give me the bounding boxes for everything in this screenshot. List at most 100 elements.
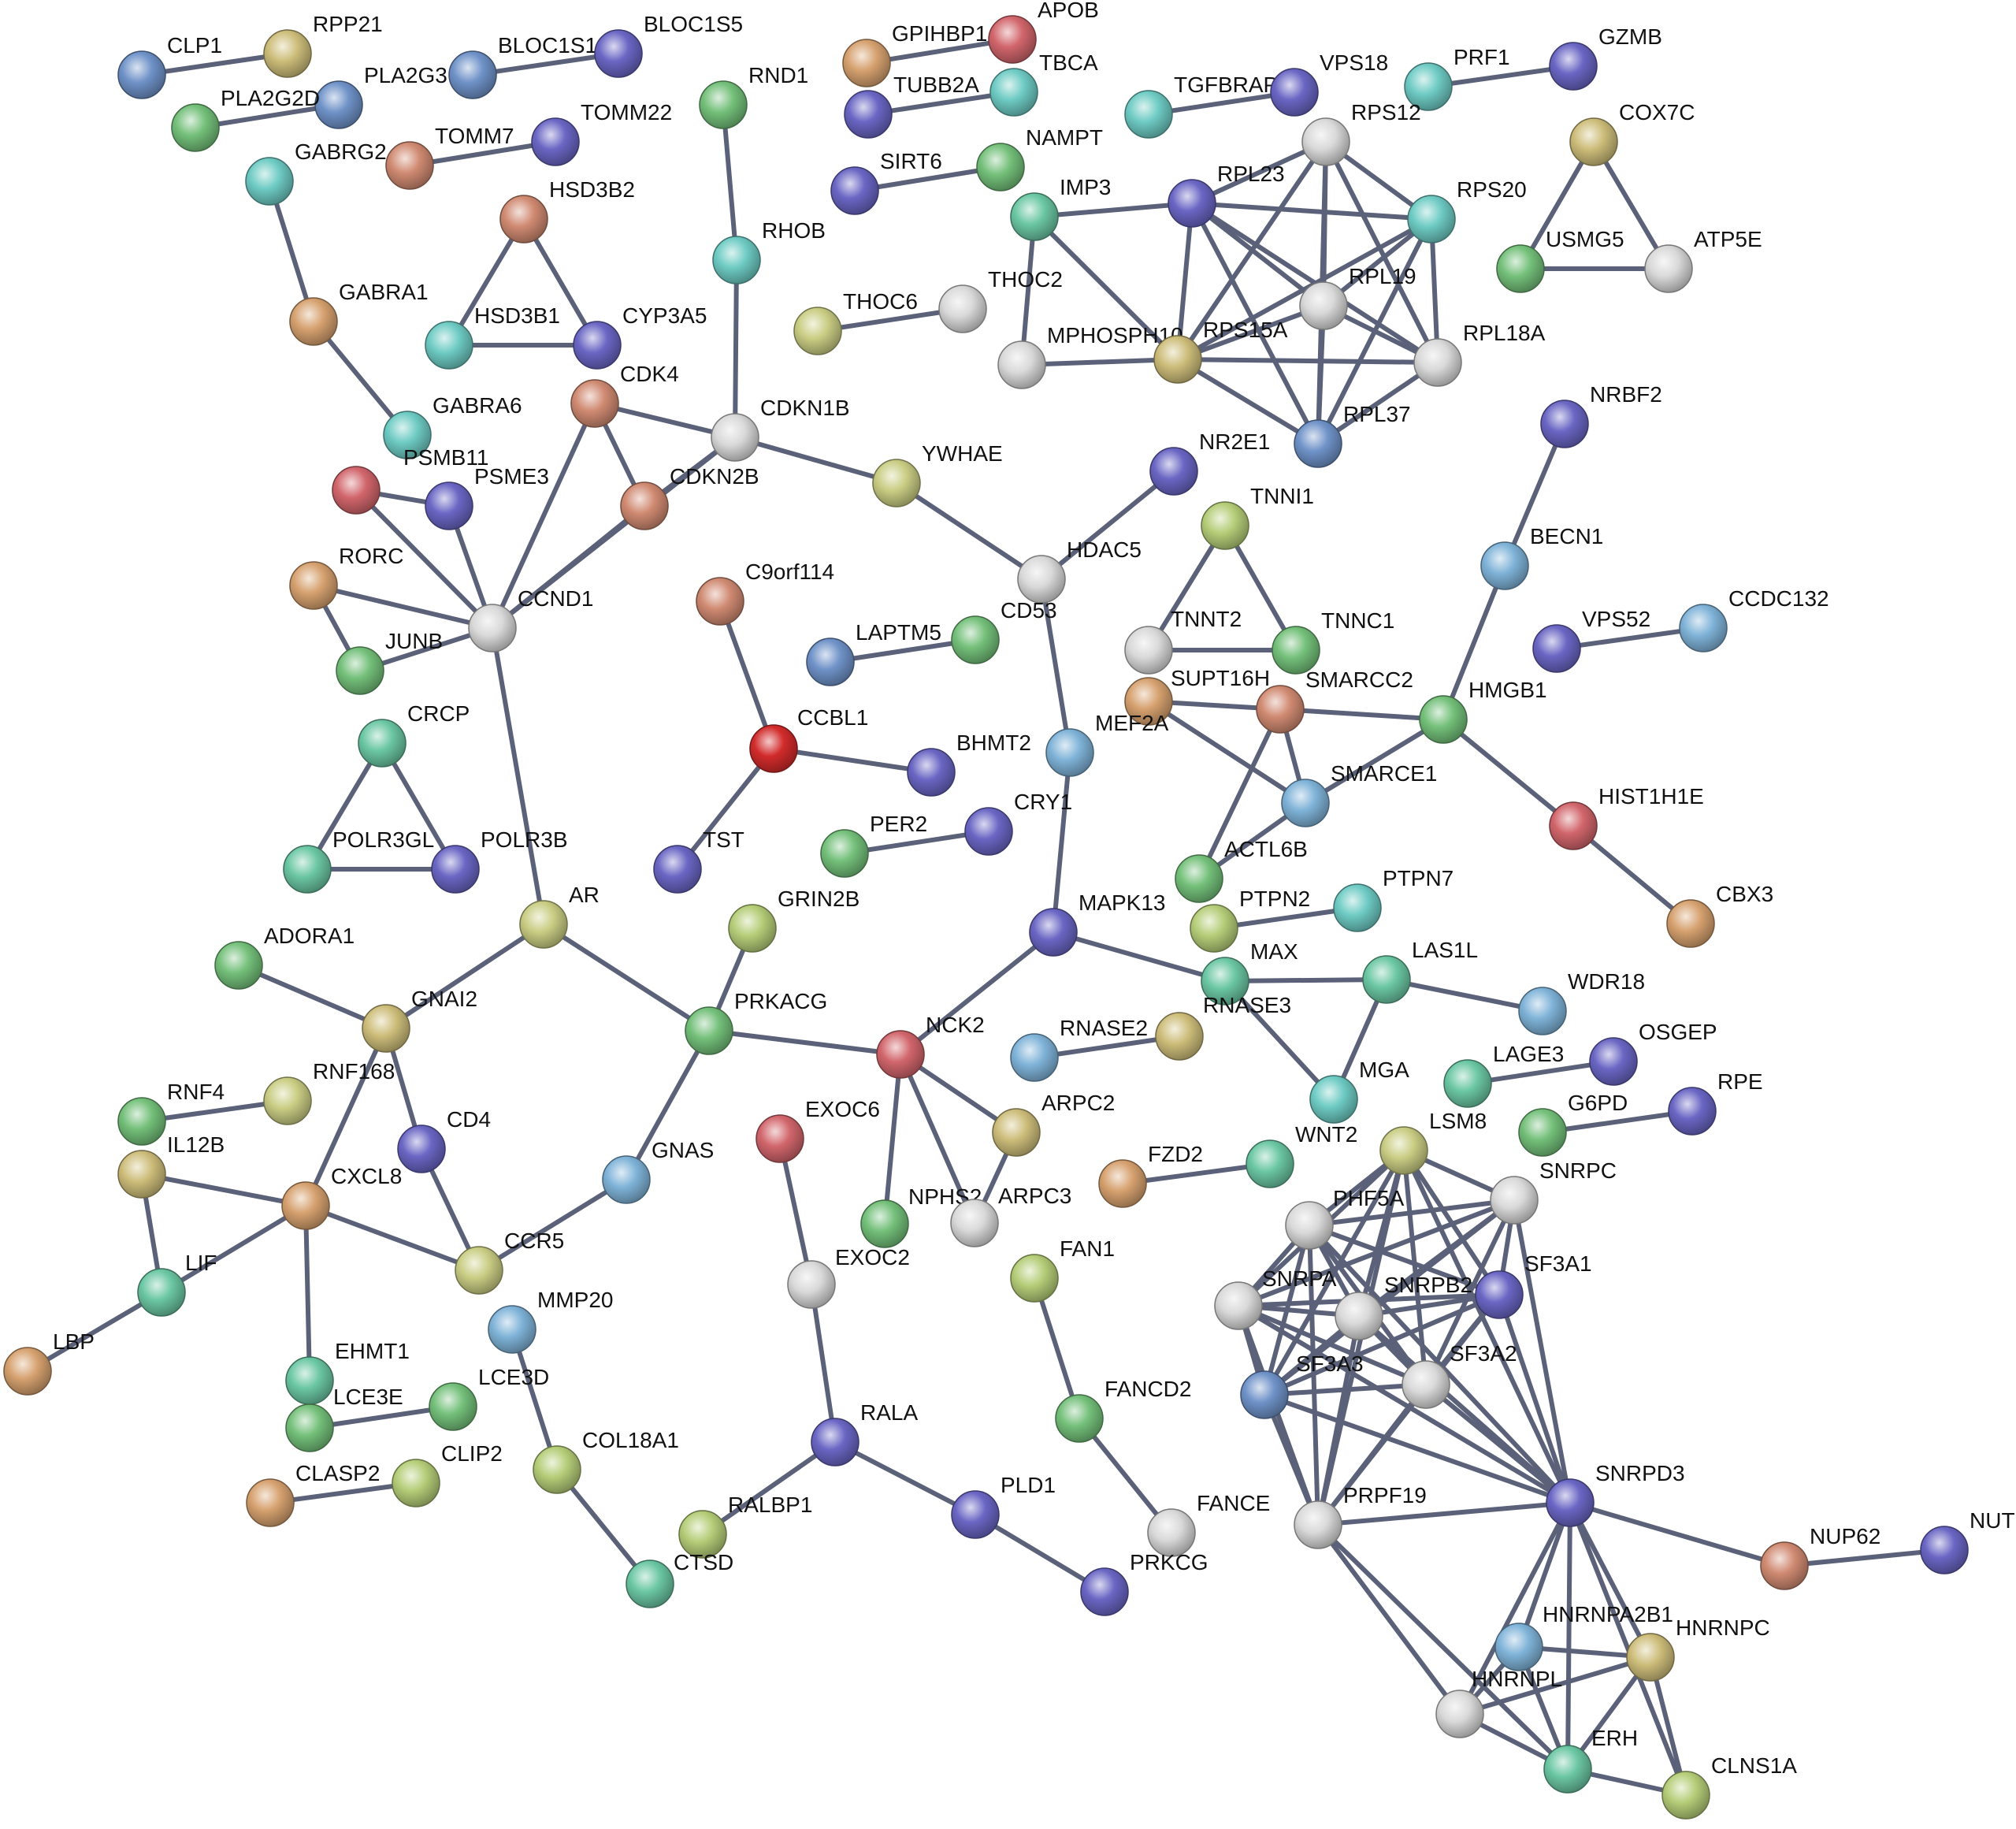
node-per2[interactable]: PER2	[820, 812, 927, 878]
node-ball-prkcg[interactable]	[1080, 1567, 1129, 1616]
node-ball-mef2a[interactable]	[1045, 728, 1094, 777]
node-ball-max[interactable]	[1201, 957, 1249, 1006]
node-ball-ccdc132[interactable]	[1679, 604, 1728, 652]
node-actl6b[interactable]: ACTL6B	[1175, 837, 1308, 903]
node-sf3a2[interactable]: SF3A2	[1402, 1341, 1517, 1409]
node-hnrnpc[interactable]: HNRNPC	[1626, 1615, 1770, 1682]
node-ball-prkacg[interactable]	[685, 1006, 733, 1055]
node-ball-imp3[interactable]	[1010, 192, 1059, 241]
node-snrpc[interactable]: SNRPC	[1490, 1158, 1617, 1225]
node-ball-hnrnpl[interactable]	[1435, 1690, 1484, 1738]
node-ball-tnnc1[interactable]	[1272, 626, 1320, 675]
node-tnnt2[interactable]: TNNT2	[1124, 607, 1242, 675]
node-wdr18[interactable]: WDR18	[1518, 969, 1645, 1035]
node-lage3[interactable]: LAGE3	[1443, 1042, 1564, 1108]
node-ball-rnase2[interactable]	[1010, 1033, 1059, 1082]
node-tubb2a[interactable]: TUBB2A	[844, 72, 979, 139]
node-prpf19[interactable]: PRPF19	[1294, 1483, 1427, 1549]
node-ball-erh[interactable]	[1543, 1745, 1592, 1794]
node-rpp21[interactable]: RPP21	[263, 12, 383, 78]
node-adora1[interactable]: ADORA1	[214, 924, 355, 990]
node-rnase3[interactable]: RNASE3	[1155, 993, 1291, 1061]
node-pld1[interactable]: PLD1	[951, 1473, 1056, 1539]
node-imp3[interactable]: IMP3	[1010, 175, 1111, 241]
node-fan1[interactable]: FAN1	[1010, 1236, 1115, 1303]
node-ball-psmb11[interactable]	[332, 466, 381, 515]
node-ptpn2[interactable]: PTPN2	[1190, 887, 1310, 953]
node-ball-cdk4[interactable]	[570, 379, 619, 428]
node-ball-sf3a2[interactable]	[1402, 1360, 1450, 1409]
node-cd4[interactable]: CD4	[397, 1107, 491, 1173]
node-gnas[interactable]: GNAS	[602, 1138, 714, 1204]
node-tst[interactable]: TST	[653, 827, 744, 894]
node-ball-g6pd[interactable]	[1518, 1108, 1567, 1157]
node-ball-vps18[interactable]	[1270, 68, 1319, 117]
node-ball-ccr5[interactable]	[455, 1246, 503, 1295]
node-snrpa[interactable]: SNRPA	[1214, 1266, 1337, 1330]
node-hdac5[interactable]: HDAC5	[1017, 537, 1142, 604]
node-apob[interactable]: APOB	[988, 0, 1099, 64]
node-ball-fzd2[interactable]	[1098, 1159, 1147, 1208]
node-ball-rpp21[interactable]	[263, 29, 312, 78]
node-rps20[interactable]: RPS20	[1407, 177, 1527, 243]
node-ball-clp1[interactable]	[117, 50, 166, 99]
node-rpl37[interactable]: RPL37	[1294, 402, 1411, 468]
node-ball-hnrnpc[interactable]	[1626, 1633, 1675, 1682]
node-rhob[interactable]: RHOB	[712, 218, 826, 284]
node-rpl18a[interactable]: RPL18A	[1413, 321, 1546, 387]
node-lif[interactable]: LIF	[137, 1251, 217, 1317]
node-thoc6[interactable]: THOC6	[793, 289, 918, 355]
node-cdkn1b[interactable]: CDKN1B	[711, 396, 850, 462]
node-ball-laptm5[interactable]	[806, 638, 855, 686]
node-cbx3[interactable]: CBX3	[1666, 882, 1773, 948]
node-gabra6[interactable]: GABRA6	[383, 393, 522, 459]
node-ball-rpe[interactable]	[1668, 1087, 1717, 1136]
node-rorc[interactable]: RORC	[289, 544, 403, 610]
node-ball-hnrnpa2b1[interactable]	[1494, 1623, 1543, 1671]
node-psmb11[interactable]: PSMB11	[332, 445, 488, 515]
node-prkacg[interactable]: PRKACG	[685, 989, 827, 1055]
node-ball-smarce1[interactable]	[1281, 779, 1330, 827]
node-sirt6[interactable]: SIRT6	[830, 149, 942, 215]
node-ball-wdr18[interactable]	[1518, 987, 1567, 1035]
node-cyp3a5[interactable]: CYP3A5	[573, 303, 707, 370]
node-rpl19[interactable]: RPL19	[1299, 264, 1416, 330]
node-ball-snrpc[interactable]	[1490, 1176, 1539, 1225]
node-ball-tomm7[interactable]	[385, 141, 434, 190]
node-ball-rpl19[interactable]	[1299, 281, 1348, 330]
node-psme3[interactable]: PSME3	[425, 464, 549, 530]
node-ball-ehmt1[interactable]	[285, 1356, 334, 1405]
node-ball-snrpa[interactable]	[1214, 1281, 1263, 1330]
node-ball-cyp3a5[interactable]	[573, 321, 622, 370]
node-ball-smarcc2[interactable]	[1256, 685, 1305, 734]
node-ar[interactable]: AR	[519, 883, 600, 949]
node-ball-phf5a[interactable]	[1285, 1201, 1334, 1250]
node-rnf4[interactable]: RNF4	[117, 1080, 225, 1146]
node-ball-mmp20[interactable]	[488, 1305, 536, 1354]
node-snrpb2[interactable]: SNRPB2	[1335, 1273, 1472, 1340]
node-ball-bhmt2[interactable]	[907, 748, 956, 797]
node-sf3a3[interactable]: SF3A3	[1240, 1351, 1364, 1419]
node-ball-lbp[interactable]	[3, 1347, 52, 1396]
node-ball-rorc[interactable]	[289, 561, 338, 610]
node-ball-hist1h1e[interactable]	[1549, 801, 1598, 850]
node-vps18[interactable]: VPS18	[1270, 50, 1388, 117]
node-ball-gzmb[interactable]	[1549, 42, 1598, 91]
node-bhmt2[interactable]: BHMT2	[907, 730, 1031, 797]
node-ball-nr2e1[interactable]	[1149, 447, 1198, 496]
node-ball-col18a1[interactable]	[533, 1445, 581, 1494]
node-ball-wnt2[interactable]	[1246, 1139, 1294, 1188]
node-arpc2[interactable]: ARPC2	[992, 1091, 1115, 1157]
node-ball-clip2[interactable]	[392, 1459, 440, 1507]
node-ball-fance[interactable]	[1147, 1508, 1196, 1557]
node-ball-nampt[interactable]	[976, 143, 1025, 191]
node-ball-bloc1s1[interactable]	[448, 50, 497, 99]
node-gnai2[interactable]: GNAI2	[362, 987, 477, 1053]
node-ball-rps20[interactable]	[1407, 195, 1456, 243]
node-ball-nck2[interactable]	[876, 1030, 925, 1079]
node-snrpd3[interactable]: SNRPD3	[1546, 1461, 1685, 1527]
node-ball-mga[interactable]	[1309, 1075, 1358, 1124]
node-mmp20[interactable]: MMP20	[488, 1288, 613, 1354]
node-nck2[interactable]: NCK2	[876, 1013, 985, 1079]
node-clns1a[interactable]: CLNS1A	[1661, 1753, 1797, 1820]
